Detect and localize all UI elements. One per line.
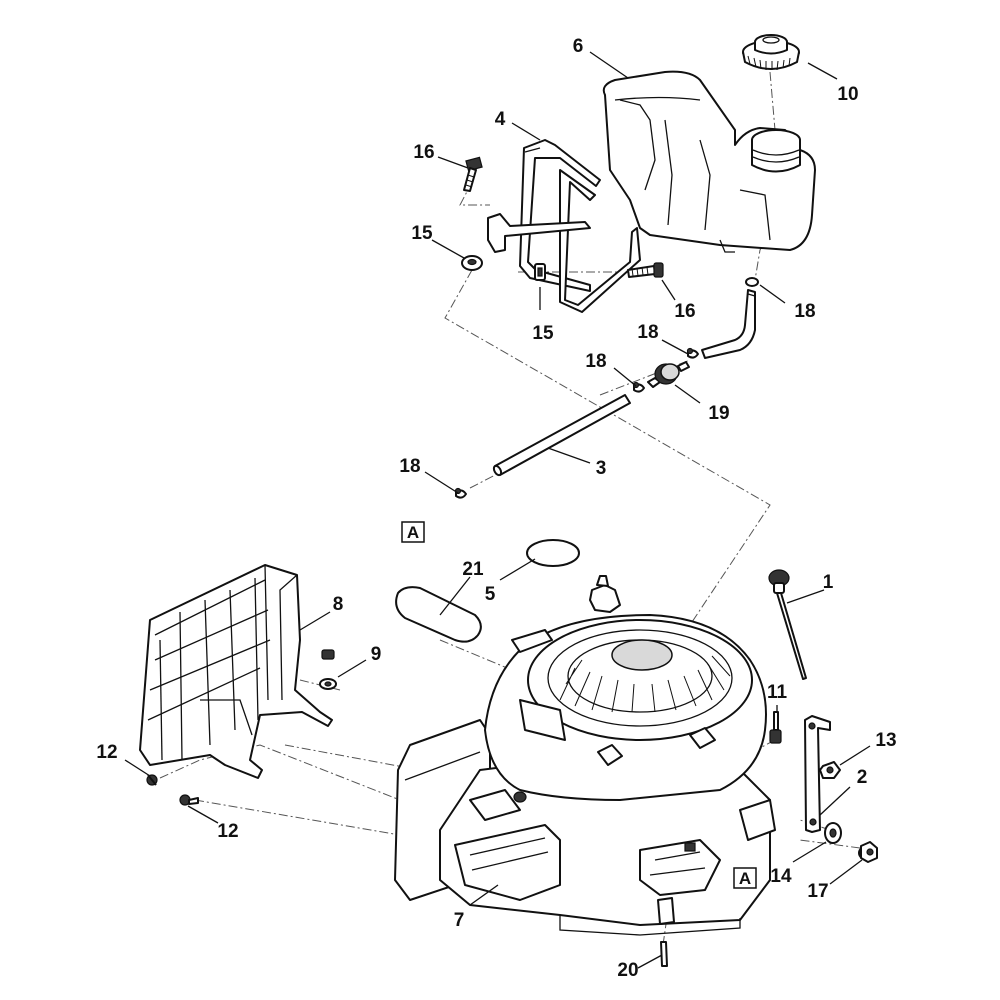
flange-nut <box>858 841 878 863</box>
callout-12: 12 <box>217 821 238 842</box>
hose-clamp-3 <box>454 487 467 499</box>
callout-6: 6 <box>573 36 584 57</box>
callout-4: 4 <box>495 109 506 130</box>
callout-2: 2 <box>857 767 868 788</box>
support-bracket <box>804 715 831 833</box>
callout-18: 18 <box>585 351 606 372</box>
callout-13: 13 <box>875 730 896 751</box>
fuel-tank <box>602 70 816 253</box>
fuel-filter <box>647 361 690 388</box>
nut-washer <box>319 649 337 690</box>
grille-guard <box>139 564 333 779</box>
callout-21: 21 <box>462 559 484 580</box>
callout-11: 11 <box>767 682 788 703</box>
callout-19: 19 <box>708 403 729 424</box>
callout-17: 17 <box>807 881 828 902</box>
callout-14: 14 <box>770 866 792 887</box>
reference-mark-bottom: A <box>733 867 757 889</box>
callout-labels: 6 10 4 16 15 15 16 18 18 18 19 18 3 21 5… <box>96 36 896 981</box>
engine <box>394 575 776 936</box>
callout-7: 7 <box>454 910 465 931</box>
fuel-hose-upper <box>701 277 759 359</box>
callout-3: 3 <box>596 458 607 479</box>
fuel-hose-long <box>492 394 631 477</box>
callout-9: 9 <box>371 644 382 665</box>
pin <box>660 941 668 967</box>
washer <box>824 822 842 844</box>
screw-left <box>146 774 158 786</box>
washer-mid <box>534 263 546 281</box>
hose-clamp-1 <box>686 347 699 359</box>
callout-1: 1 <box>823 572 834 593</box>
nut <box>819 761 841 779</box>
callout-8: 8 <box>333 594 344 615</box>
bolt-lower <box>627 262 664 278</box>
callout-18: 18 <box>637 322 658 343</box>
callout-16: 16 <box>413 142 434 163</box>
callout-15: 15 <box>411 223 433 244</box>
screw-lower <box>179 794 199 806</box>
reference-mark-label: A <box>739 869 751 888</box>
callout-20: 20 <box>617 960 638 981</box>
stud <box>769 711 782 744</box>
callout-10: 10 <box>837 84 858 105</box>
cover-disc <box>526 539 580 567</box>
hose-clamp-2 <box>632 381 645 393</box>
reference-mark-top: A <box>401 521 425 543</box>
callout-16: 16 <box>674 301 695 322</box>
bolt-upper <box>463 156 483 192</box>
callout-15: 15 <box>532 323 554 344</box>
callout-5: 5 <box>485 584 496 605</box>
callout-18: 18 <box>399 456 420 477</box>
reference-mark-label: A <box>407 523 419 542</box>
cover-pad <box>395 586 482 643</box>
callout-18: 18 <box>794 301 815 322</box>
callout-12: 12 <box>96 742 117 763</box>
washer-left <box>461 255 483 271</box>
leader-lines <box>124 51 871 969</box>
fuel-cap <box>742 34 800 71</box>
dipstick <box>768 569 807 680</box>
